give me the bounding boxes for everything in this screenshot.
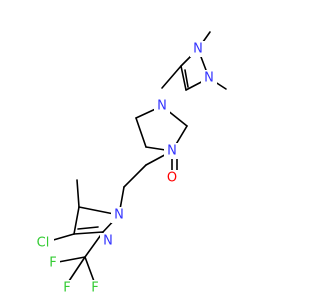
bond-layer bbox=[42, 31, 227, 285]
atom-bg bbox=[60, 280, 74, 296]
atom-n-pyrazole-top-2: N bbox=[204, 71, 214, 86]
bond-line bbox=[135, 117, 147, 148]
atom-n-piperazine-top: N bbox=[157, 99, 167, 114]
atom-bg bbox=[88, 280, 102, 296]
bond-line bbox=[123, 164, 147, 188]
bond-line bbox=[73, 206, 80, 235]
atom-label-layer: N N N N O N N Cl F F F bbox=[32, 41, 217, 296]
atom-bg bbox=[32, 235, 54, 251]
atom-cl: Cl bbox=[37, 236, 50, 251]
bond-line bbox=[73, 231, 104, 235]
atom-bg bbox=[164, 143, 180, 159]
bond-line bbox=[84, 256, 96, 285]
atom-bg bbox=[201, 70, 217, 86]
atom-f-2: F bbox=[63, 281, 70, 296]
atom-bg bbox=[46, 255, 60, 271]
bond-line bbox=[161, 65, 182, 89]
atom-bg bbox=[164, 170, 180, 186]
atom-n-pyrazole-bottom-1: N bbox=[114, 208, 124, 223]
atom-n-piperazine-bottom: N bbox=[167, 144, 177, 159]
atom-o-carbonyl: O bbox=[167, 171, 177, 186]
bond-line bbox=[77, 226, 99, 230]
atom-n-pyrazole-bottom-2: N bbox=[103, 234, 113, 249]
bond-line bbox=[184, 69, 189, 88]
bond-line bbox=[66, 256, 86, 285]
atom-f-3: F bbox=[91, 281, 98, 296]
atom-bg bbox=[100, 233, 116, 249]
atom-n-pyrazole-top-1: N bbox=[193, 42, 203, 57]
atom-bg bbox=[111, 207, 127, 223]
bond-line bbox=[180, 65, 187, 91]
bond-line bbox=[76, 179, 80, 208]
atom-bg bbox=[154, 98, 170, 114]
atom-f-1: F bbox=[49, 256, 56, 271]
atom-bg bbox=[190, 41, 206, 57]
molecule-structure-diagram: N N N N O N N Cl F F F bbox=[32, 31, 227, 296]
